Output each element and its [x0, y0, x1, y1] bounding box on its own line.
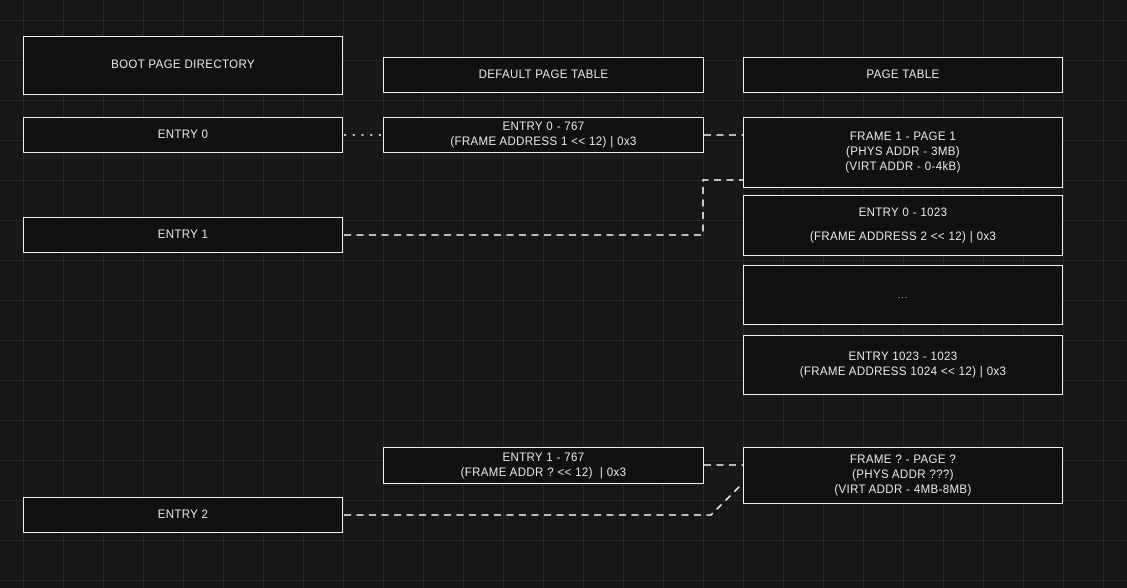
node-default-entry-0-767[interactable]: ENTRY 0 - 767 (FRAME ADDRESS 1 << 12) | …	[383, 117, 704, 153]
node-label-line-2: (FRAME ADDR ? << 12) | 0x3	[460, 466, 627, 479]
node-label-line-1: ENTRY 0 - 1023	[858, 207, 948, 219]
node-boot-page-directory[interactable]: BOOT PAGE DIRECTORY	[23, 36, 343, 95]
node-label-line-2: (PHYS ADDR - 3MB)	[846, 146, 960, 158]
node-label-line-1: ENTRY 1 - 767	[502, 451, 585, 464]
node-label: ...	[897, 289, 909, 300]
node-pt-ellipsis[interactable]: ...	[743, 265, 1063, 325]
node-label: ENTRY 0	[157, 128, 209, 141]
node-label: ENTRY 2	[157, 508, 209, 521]
node-label: PAGE TABLE	[866, 68, 940, 81]
node-label-line-1: FRAME 1 - PAGE 1	[849, 131, 957, 143]
node-pt-entry-1023-1023[interactable]: ENTRY 1023 - 1023 (FRAME ADDRESS 1024 <<…	[743, 335, 1063, 395]
node-label-line-1: ENTRY 1023 - 1023	[848, 351, 958, 363]
node-frame-q-page-q[interactable]: FRAME ? - PAGE ? (PHYS ADDR ???) (VIRT A…	[743, 447, 1063, 504]
node-label: BOOT PAGE DIRECTORY	[111, 59, 255, 71]
node-page-table[interactable]: PAGE TABLE	[743, 57, 1063, 93]
node-frame-1-page-1[interactable]: FRAME 1 - PAGE 1 (PHYS ADDR - 3MB) (VIRT…	[743, 117, 1063, 188]
connector-entry2-to-frameq	[344, 482, 744, 516]
node-label-line-2: (FRAME ADDRESS 1024 << 12) | 0x3	[799, 366, 1007, 378]
node-label-line-1: ENTRY 0 - 767	[502, 121, 585, 133]
node-label-line-2: (FRAME ADDRESS 1 << 12) | 0x3	[450, 136, 637, 148]
node-label-line-2: (FRAME ADDRESS 2 << 12) | 0x3	[809, 231, 997, 243]
node-entry-0[interactable]: ENTRY 0	[23, 117, 343, 153]
node-pt-entry-0-1023[interactable]: ENTRY 0 - 1023 (FRAME ADDRESS 2 << 12) |…	[743, 195, 1063, 256]
connector-entry1-to-frame1	[344, 179, 743, 236]
node-label: DEFAULT PAGE TABLE	[478, 68, 609, 81]
node-label-line-3: (VIRT ADDR - 4MB-8MB)	[834, 484, 972, 496]
node-entry-1[interactable]: ENTRY 1	[23, 217, 343, 253]
node-label-line-3: (VIRT ADDR - 0-4kB)	[845, 161, 961, 173]
node-label: ENTRY 1	[157, 228, 209, 241]
node-default-entry-1-767[interactable]: ENTRY 1 - 767 (FRAME ADDR ? << 12) | 0x3	[383, 447, 704, 484]
node-label-line-1: FRAME ? - PAGE ?	[849, 454, 957, 466]
node-label-line-2: (PHYS ADDR ???)	[852, 469, 954, 481]
node-default-page-table[interactable]: DEFAULT PAGE TABLE	[383, 57, 704, 93]
node-entry-2[interactable]: ENTRY 2	[23, 497, 343, 533]
